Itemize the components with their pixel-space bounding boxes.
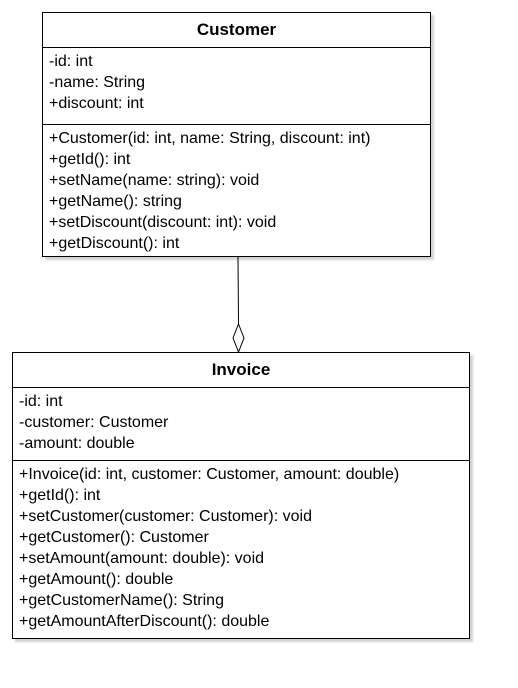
- invoice-method: +getAmountAfterDiscount(): double: [19, 613, 270, 630]
- customer-attribute: +discount: int: [49, 95, 144, 112]
- invoice-class-name: Invoice: [13, 353, 469, 388]
- customer-method: +getDiscount(): int: [49, 235, 180, 252]
- invoice-method: +getAmount(): double: [19, 571, 174, 588]
- invoice-attribute: -amount: double: [19, 435, 135, 452]
- customer-method: +setDiscount(discount: int): void: [49, 214, 277, 231]
- customer-method: +getName(): string: [49, 193, 182, 210]
- customer-methods: +Customer(id: int, name: String, discoun…: [43, 125, 430, 258]
- invoice-method: +getCustomer(): Customer: [19, 529, 209, 546]
- aggregation-diamond-icon: [232, 322, 245, 354]
- customer-class-name: Customer: [43, 13, 430, 48]
- customer-method: +Customer(id: int, name: String, discoun…: [49, 130, 371, 147]
- invoice-class-box[interactable]: Invoice -id: int -customer: Customer -am…: [12, 352, 470, 639]
- invoice-method: +setAmount(amount: double): void: [19, 550, 265, 567]
- aggregation-line: [237, 256, 239, 325]
- invoice-method: +getId(): int: [19, 487, 101, 504]
- customer-attribute: -name: String: [49, 74, 146, 91]
- customer-method: +setName(name: string): void: [49, 172, 260, 189]
- invoice-attribute: -id: int: [19, 393, 63, 410]
- invoice-methods: +Invoice(id: int, customer: Customer, am…: [13, 461, 469, 636]
- invoice-method: +getCustomerName(): String: [19, 592, 224, 609]
- customer-class-box[interactable]: Customer -id: int -name: String +discoun…: [42, 12, 431, 257]
- customer-method: +getId(): int: [49, 151, 131, 168]
- customer-attribute: -id: int: [49, 53, 93, 70]
- invoice-method: +Invoice(id: int, customer: Customer, am…: [19, 466, 400, 483]
- invoice-attributes: -id: int -customer: Customer -amount: do…: [13, 388, 469, 461]
- invoice-attribute: -customer: Customer: [19, 414, 169, 431]
- customer-attributes: -id: int -name: String +discount: int: [43, 48, 430, 125]
- invoice-method: +setCustomer(customer: Customer): void: [19, 508, 312, 525]
